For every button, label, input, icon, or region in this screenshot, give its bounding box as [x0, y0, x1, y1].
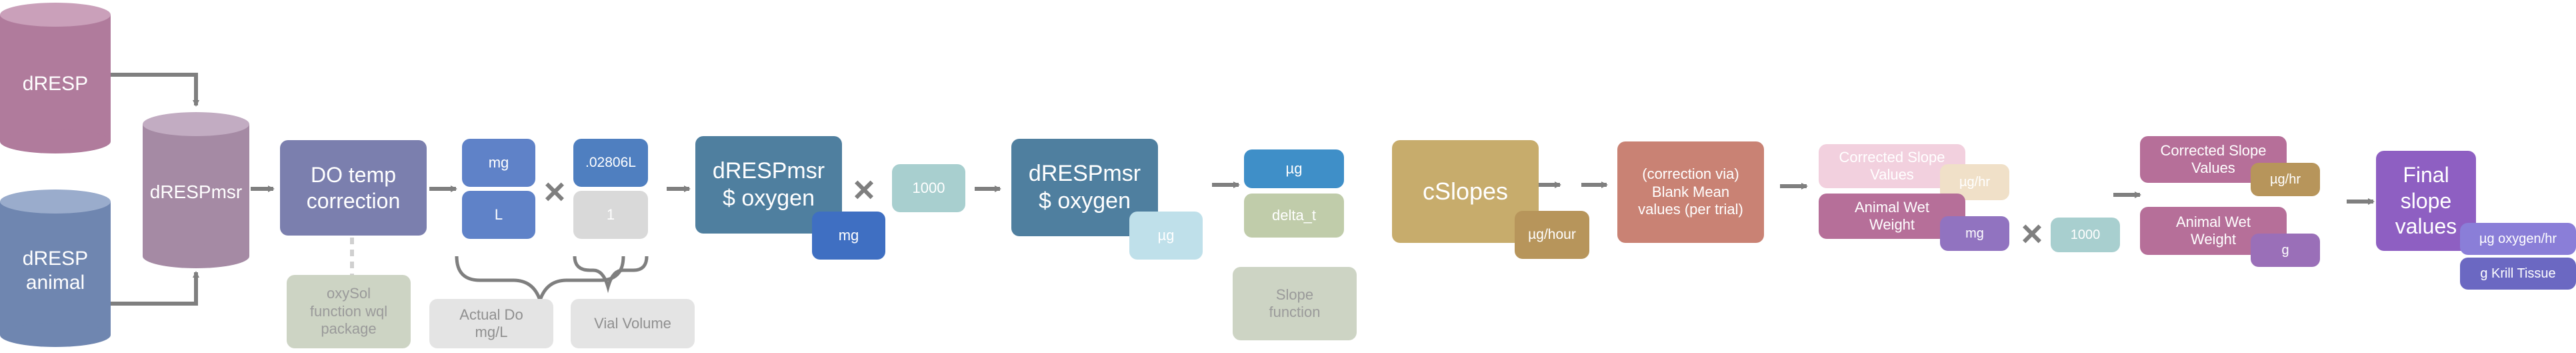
slope-function-box: Slope function [1233, 267, 1357, 340]
actual-do-box: Actual Do mg/L [429, 299, 553, 348]
delta-t-box: delta_t [1244, 194, 1344, 238]
final-slope-values-box: Final slope values [2376, 151, 2476, 251]
krill-tissue-box: g Krill Tissue [2460, 258, 2576, 290]
ug-oxygen-hr-box: µg oxygen/hr [2460, 223, 2576, 255]
unit-l-box: L [462, 191, 535, 239]
do-temp-correction-box: DO temp correction [280, 140, 427, 236]
ughr-box: µg/hr [2251, 163, 2320, 196]
dresp-animal-label: dRESP animal [22, 248, 89, 294]
thousand-box-2: 1000 [2051, 218, 2120, 252]
multiply-sign-3: × [2021, 212, 2043, 254]
drespmsr-label: dRESPmsr [149, 182, 243, 202]
drespmsr-oxygen-box-1: dRESPmsr $ oxygen [695, 136, 842, 234]
cslopes-box: cSlopes [1392, 140, 1539, 243]
dresp-label: dRESP [22, 73, 89, 95]
unit-mg-box: mg [462, 139, 535, 187]
vial-value-box: .02806L [573, 139, 648, 187]
multiply-sign-1: × [543, 170, 566, 212]
mg-box-2: mg [1940, 216, 2009, 251]
oxysol-function-box: oxySol function wql package [287, 275, 411, 348]
vial-volume-box: Vial Volume [571, 299, 695, 348]
g-box: g [2251, 234, 2320, 267]
mg-box-1: mg [812, 212, 885, 260]
dresp-animal-cylinder [0, 190, 111, 347]
ug-hour-box: µg/hour [1515, 211, 1589, 259]
vial-one-box: 1 [573, 191, 648, 239]
ug-top-box: µg [1244, 149, 1344, 188]
dresp-cylinder [0, 3, 111, 153]
thousand-box-1: 1000 [892, 164, 965, 212]
multiply-sign-2: × [853, 168, 875, 210]
ug-faint-box: µg [1129, 212, 1203, 260]
drespmsr-cylinder [143, 112, 249, 268]
blank-mean-correction-box: (correction via) Blank Mean values (per … [1617, 141, 1764, 243]
